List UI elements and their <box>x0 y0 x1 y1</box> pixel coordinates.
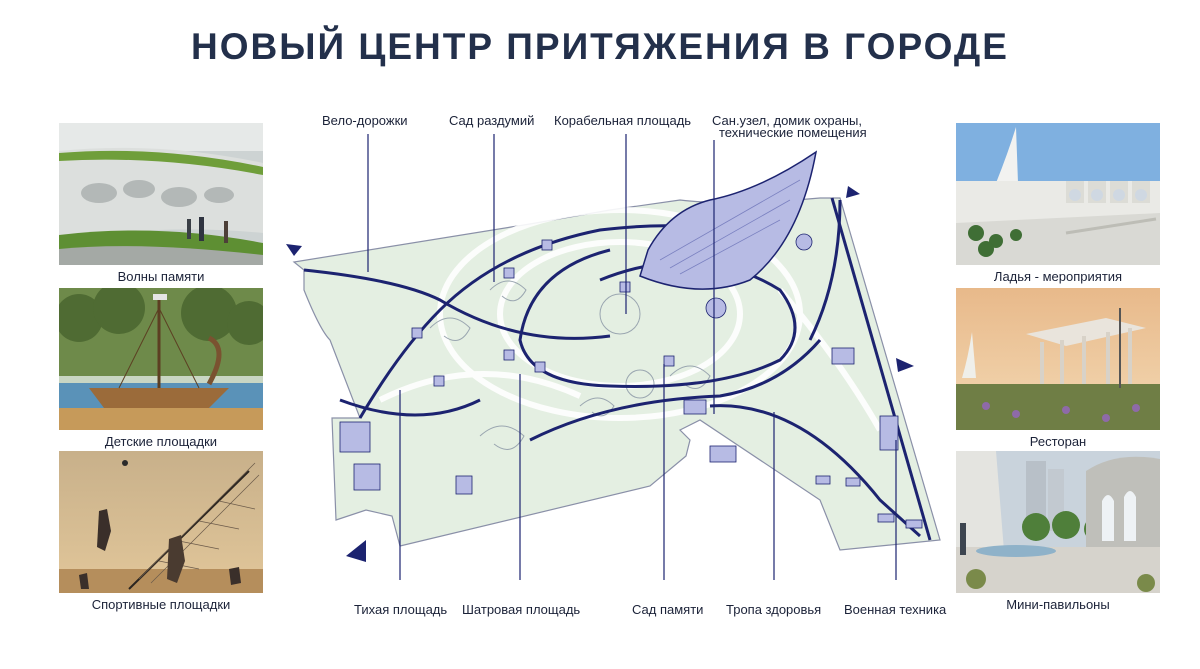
label-garden-thoughts: Сад раздумий <box>449 113 535 128</box>
card-caption: Спортивные площадки <box>91 597 231 612</box>
boat-monument-photo <box>956 123 1160 265</box>
boat-structure <box>639 150 818 290</box>
card-memory-waves: Волны памяти <box>59 123 263 284</box>
label-tent-square: Шатровая площадь <box>462 602 581 617</box>
label-sanitary-line1: Сан.узел, домик охраны, <box>712 113 862 128</box>
card-caption: Волны памяти <box>117 269 205 284</box>
volleyball-photo <box>59 451 263 593</box>
card-caption: Ресторан <box>1029 434 1087 449</box>
playground-photo <box>59 288 263 430</box>
card-mini-pavilions: Мини-павильоны <box>956 451 1160 612</box>
label-sanitary-line2: технические помещения <box>719 125 867 140</box>
label-memory-garden: Сад памяти <box>632 602 704 617</box>
park-master-plan <box>286 134 941 580</box>
label-bike-paths: Вело-дорожки <box>322 113 408 128</box>
label-health-trail: Тропа здоровья <box>726 602 822 617</box>
restaurant-photo <box>956 288 1160 430</box>
card-caption: Мини-павильоны <box>1006 597 1110 612</box>
card-caption: Ладья - мероприятия <box>993 269 1123 284</box>
label-quiet-square: Тихая площадь <box>354 602 448 617</box>
pavilions-photo <box>956 451 1160 593</box>
memorial-relief-photo <box>59 123 263 265</box>
card-sport-grounds: Спортивные площадки <box>59 451 263 612</box>
page-title: НОВЫЙ ЦЕНТР ПРИТЯЖЕНИЯ В ГОРОДЕ <box>191 26 1009 67</box>
card-restaurant: Ресторан <box>956 288 1160 449</box>
card-playgrounds: Детские площадки <box>59 288 263 449</box>
label-ship-square: Корабельная площадь <box>554 113 692 128</box>
label-military-equipment: Военная техника <box>844 602 947 617</box>
card-boat-events: Ладья - мероприятия <box>956 123 1160 284</box>
card-caption: Детские площадки <box>104 434 218 449</box>
